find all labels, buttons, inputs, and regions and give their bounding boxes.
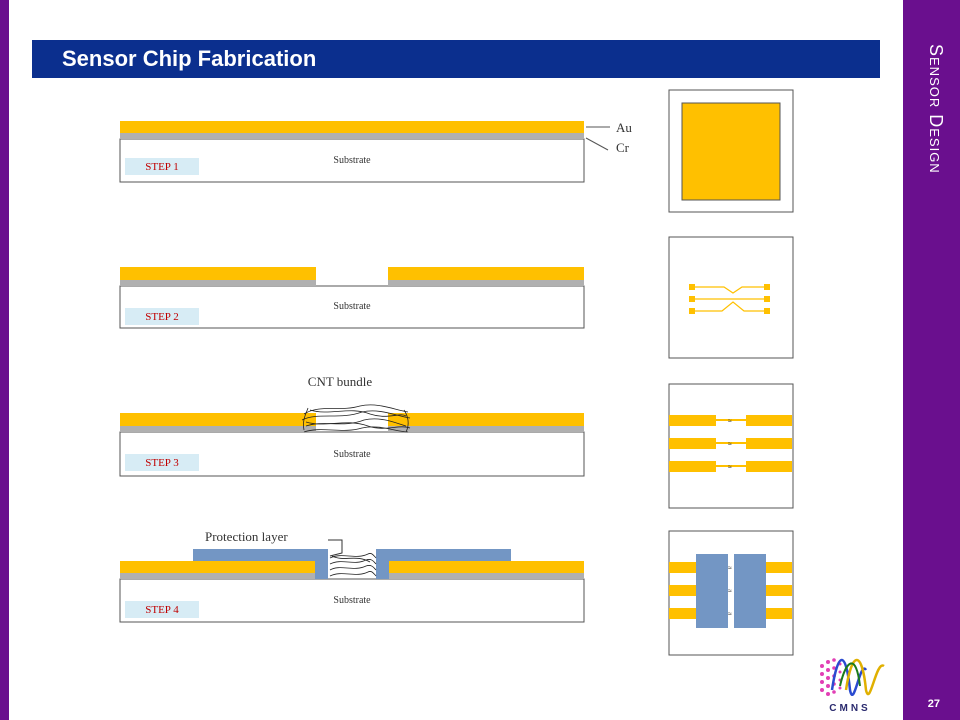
cr-layer-3-right [388,426,584,432]
cr-leader-line [585,137,609,151]
page-title: Sensor Chip Fabrication [62,46,317,71]
electrodes-4 [669,562,792,619]
protection-layer-right [376,549,511,579]
step-3-cross-section: CNT bundle Substrate STEP 3 [119,374,585,477]
au-layer-4-right [388,561,584,573]
cnt-marks-4: ≈ ≈ ≈ [728,565,732,618]
substrate-label-3: Substrate [333,449,371,460]
electrode-traces-2 [695,286,764,312]
electrode-pads-2 [689,284,770,314]
svg-text:≈: ≈ [728,588,732,595]
au-layer-3-right [388,413,584,426]
step-label-4: STEP 4 [145,604,179,616]
step-label-2: STEP 2 [145,311,179,323]
step-4-cross-section: Protection layer Substrate STEP 4 [119,529,585,623]
au-layer-2-right [388,267,584,280]
cnt-bundle-3 [301,404,411,433]
title-bar: Sensor Chip Fabrication [32,40,880,78]
cnt-bundle-4 [329,553,377,577]
substrate-4 [119,578,585,623]
step-label-bg-2 [125,308,199,325]
cmns-logo: CMNS [820,658,885,714]
svg-text:≈: ≈ [728,565,732,572]
top-view-2 [668,236,794,359]
step-2-cross-section: Substrate STEP 2 [119,267,585,329]
protection-layer-label: Protection layer [205,529,288,544]
au-layer-2-left [120,267,316,280]
step-1-cross-section: Substrate STEP 1 Au Cr [119,120,632,183]
step-label-3: STEP 3 [145,457,179,469]
cr-layer-1 [120,133,584,139]
cr-layer-3-left [120,426,316,432]
au-layer-4-left [120,561,316,573]
protection-pad-left [696,554,728,628]
substrate-label-4: Substrate [333,595,371,606]
cr-layer-4-left [120,573,316,579]
step-label-bg-4 [125,601,199,618]
electrode-gaps-3 [716,419,746,467]
step-label-bg-3 [125,454,199,471]
gold-film-top [681,102,781,201]
right-side-bar: Sensor Design 27 [903,0,960,720]
protection-pad-right [734,554,766,628]
top-view-3: ≈ ≈ ≈ [668,383,794,509]
substrate-label-2: Substrate [333,301,371,312]
svg-text:≈: ≈ [728,464,732,471]
left-accent-bar [0,0,9,720]
cnt-marks-3: ≈ ≈ ≈ [728,418,732,471]
au-label: Au [616,120,632,135]
logo-text: CMNS [829,703,870,714]
fabrication-diagram: Substrate STEP 1 Au Cr Substrate STEP 2 [119,89,885,714]
step-label-1: STEP 1 [145,161,179,173]
cr-layer-2-right [388,280,584,286]
svg-text:≈: ≈ [728,418,732,425]
top-view-1 [668,89,794,213]
step-label-bg-1 [125,158,199,175]
svg-text:≈: ≈ [728,611,732,618]
section-title: Sensor Design [926,44,946,174]
cnt-bundle-label: CNT bundle [308,374,373,389]
page-number: 27 [927,698,940,710]
cr-layer-2-left [120,280,316,286]
cr-label: Cr [616,140,630,155]
substrate-label-1: Substrate [333,155,371,166]
protection-layer-left [193,549,328,579]
au-layer-3-left [120,413,316,426]
svg-text:≈: ≈ [728,441,732,448]
protection-leader-line [328,539,343,557]
au-layer-1 [120,121,584,133]
top-view-4: ≈ ≈ ≈ [668,530,794,656]
cr-layer-4-right [388,573,584,579]
substrate-2 [119,285,585,329]
electrodes-3 [669,415,792,472]
